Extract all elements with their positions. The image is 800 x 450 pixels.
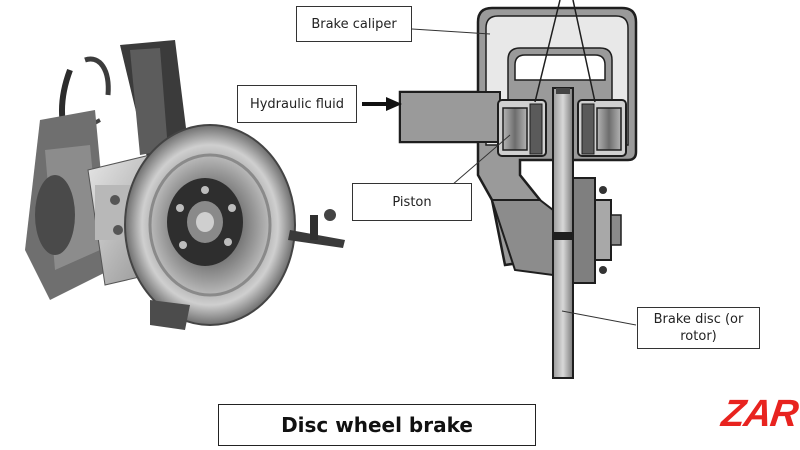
brake-caliper-label-text: Brake caliper: [311, 16, 397, 32]
hydraulic-fluid-label-text: Hydraulic fluid: [249, 96, 345, 112]
hydraulic-arrow-icon: [362, 97, 402, 111]
diagram-title: Disc wheel brake: [218, 404, 536, 446]
brake-assembly-illustration: [25, 40, 345, 330]
piston-label: Piston: [352, 183, 472, 221]
leader-lines: [411, 28, 637, 326]
brake-caliper-label: Brake caliper: [296, 6, 412, 42]
zar-logo-text: ZAR: [719, 393, 800, 435]
caliper-schematic: [398, 0, 638, 379]
diagram-title-text: Disc wheel brake: [281, 413, 473, 437]
zar-logo: ZAR: [719, 393, 800, 436]
brake-disc-label: Brake disc (or rotor): [637, 307, 760, 349]
brake-disc-label-text: Brake disc (or rotor): [653, 312, 744, 344]
hydraulic-fluid-label: Hydraulic fluid: [237, 85, 357, 123]
piston-label-text: Piston: [392, 194, 432, 210]
